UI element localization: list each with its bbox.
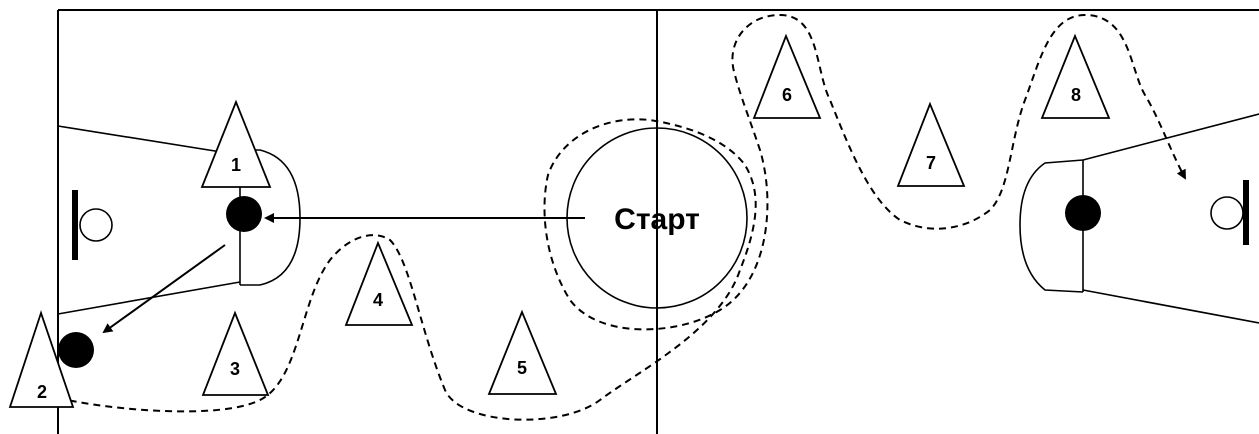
- cone-label: 3: [230, 359, 240, 379]
- cone-label: 1: [231, 155, 241, 175]
- cone-3: 3: [201, 310, 270, 396]
- cone-1: 1: [200, 99, 272, 188]
- cones: 1 2 3 4 5 6 7 8: [8, 33, 1111, 408]
- cone-label: 5: [517, 358, 527, 378]
- right-free-throw-arc: [1019, 159, 1084, 293]
- cone-icon: [1040, 33, 1111, 119]
- cone-8: 8: [1040, 33, 1111, 119]
- cone-2: 2: [8, 310, 75, 408]
- pass-arrows: [102, 213, 585, 334]
- right-hoop: [1210, 196, 1244, 230]
- ball-icon: [58, 332, 94, 368]
- pass-arrow-1-to-2: [102, 244, 226, 334]
- cone-label: 6: [782, 85, 792, 105]
- cone-icon: [896, 101, 966, 187]
- cone-4: 4: [344, 240, 414, 326]
- left-key-bottom-line: [57, 281, 241, 315]
- cone-label: 4: [373, 290, 383, 310]
- dribble-path-line: [57, 13, 1186, 421]
- left-hoop: [79, 208, 113, 242]
- balls: [58, 195, 1101, 368]
- cone-7: 7: [896, 101, 966, 187]
- start-label: Старт: [614, 203, 700, 236]
- dribble-path: [57, 13, 1186, 421]
- cone-label: 2: [37, 382, 47, 402]
- ball-icon: [1065, 195, 1101, 231]
- cone-label: 8: [1071, 85, 1081, 105]
- left-key-top-line: [57, 125, 241, 156]
- cone-icon: [752, 33, 822, 119]
- right-key-top-line: [1082, 113, 1259, 161]
- ball-icon: [226, 196, 262, 232]
- right-key: [1019, 113, 1259, 324]
- left-key: [57, 125, 301, 315]
- cone-icon: [487, 309, 558, 395]
- cone-icon: [8, 310, 75, 408]
- cone-icon: [201, 310, 270, 396]
- cone-6: 6: [752, 33, 822, 119]
- cone-icon: [200, 99, 272, 188]
- right-key-bottom-line: [1082, 289, 1259, 324]
- cone-icon: [344, 240, 414, 326]
- cone-5: 5: [487, 309, 558, 395]
- cone-label: 7: [926, 153, 936, 173]
